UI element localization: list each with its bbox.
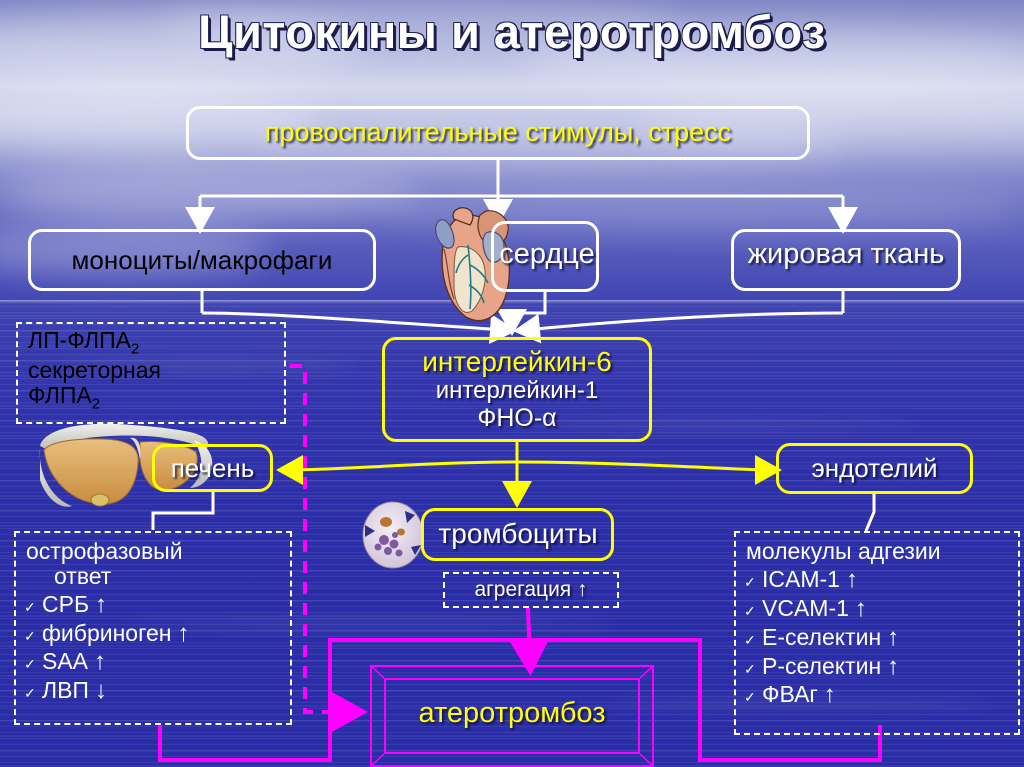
node-label-tnf-alpha: ФНО-α <box>477 404 557 433</box>
trend-arrow-icon: ↑ <box>845 565 858 593</box>
node-atherothrombosis[interactable]: атеротромбоз <box>370 665 654 767</box>
check-icon: ✓ <box>744 631 756 648</box>
cloud-decoration <box>520 26 1024 90</box>
list-item-label: ICAM-1 <box>762 565 840 592</box>
check-icon: ✓ <box>744 660 756 677</box>
trend-arrow-icon: ↑ <box>177 619 190 647</box>
check-icon: ✓ <box>744 602 756 619</box>
check-icon: ✓ <box>744 573 756 590</box>
node-proinflammatory-stimuli[interactable]: провоспалительные стимулы, стресс <box>186 106 810 160</box>
node-label-line3: ФЛПА2 <box>28 381 101 413</box>
trend-arrow-icon: ↑ <box>95 590 108 618</box>
node-label-platelets: тромбоциты <box>438 518 598 549</box>
panel-adhesion-molecules[interactable]: молекулы адгезии ✓ ICAM-1 ↑ ✓ VCAM-1 ↑ ✓… <box>734 531 1020 735</box>
list-item-label: VCAM-1 <box>762 594 849 621</box>
node-endothelium[interactable]: эндотелий <box>776 443 973 494</box>
trend-arrow-icon: ↑ <box>887 652 900 680</box>
node-liver[interactable]: печень <box>152 444 273 492</box>
list-item: ✓ SAA ↑ <box>16 649 290 675</box>
check-icon: ✓ <box>24 598 36 615</box>
list-item-label: СРБ <box>42 590 90 617</box>
list-item: ✓ ЛВП ↓ <box>16 678 290 704</box>
node-label: агрегация ↑ <box>474 577 588 601</box>
trend-arrow-icon: ↑ <box>854 594 867 622</box>
panel-acute-phase-response[interactable]: острофазовый ответ ✓ СРБ ↑ ✓ фибриноген … <box>14 531 292 725</box>
panel-title-line2: ответ <box>54 562 112 589</box>
trend-arrow-icon: ↑ <box>887 623 900 651</box>
node-label: моноциты/макрофаги <box>71 244 333 275</box>
list-item: ✓ Р-селектин ↑ <box>736 652 1018 680</box>
trend-arrow-icon: ↓ <box>94 677 107 705</box>
athero-inner-frame <box>384 678 640 754</box>
list-item: ✓ фибриноген ↑ <box>16 619 290 647</box>
node-heart[interactable] <box>491 221 599 292</box>
node-label-fat-tissue: жировая ткань <box>747 238 945 270</box>
panel-title-line1: острофазовый <box>26 538 183 564</box>
athero-bevel-lines <box>370 665 654 767</box>
cloud-decoration <box>250 118 850 170</box>
list-item: ✓ VCAM-1 ↑ <box>736 594 1018 622</box>
list-item-label: ЛВП <box>42 677 89 704</box>
check-icon: ✓ <box>744 689 756 706</box>
cloud-decoration <box>0 10 360 80</box>
node-label-heart: сердце <box>499 238 595 270</box>
node-label-interleukin-6: интерлейкин-6 <box>422 345 612 377</box>
node-lp-plpa2[interactable]: ЛП-ФЛПА2 секреторная ФЛПА2 <box>16 322 286 424</box>
node-label-interleukin-1: интерлейкин-1 <box>435 377 599 405</box>
list-item-label: SAA <box>42 648 89 675</box>
node-label-line2: секреторная <box>28 356 161 383</box>
water-glint <box>500 420 920 429</box>
node-label: провоспалительные стимулы, стресс <box>264 117 732 148</box>
cloud-decoration <box>160 0 680 50</box>
page-title: Цитокины и атеротромбоз <box>198 5 826 58</box>
node-fat-tissue[interactable] <box>731 229 961 291</box>
cloud-decoration <box>0 168 420 220</box>
node-label: эндотелий <box>811 453 938 484</box>
cloud-decoration <box>0 226 270 276</box>
athero-outer-frame <box>370 665 654 767</box>
node-monocytes-macrophages[interactable]: моноциты/макрофаги <box>28 229 376 291</box>
list-item-label: фибриноген <box>42 619 172 646</box>
water-glint <box>60 360 360 370</box>
list-item-label: Е-селектин <box>762 623 882 650</box>
cloud-decoration <box>640 92 1024 152</box>
trend-arrow-icon: ↑ <box>823 681 836 709</box>
node-aggregation[interactable]: агрегация ↑ <box>443 572 619 608</box>
check-icon: ✓ <box>24 685 36 702</box>
check-icon: ✓ <box>24 656 36 673</box>
list-item-label: Р-селектин <box>762 652 882 679</box>
node-interleukins[interactable]: интерлейкин-6 интерлейкин-1 ФНО-α <box>382 337 652 442</box>
node-label-line1: ЛП-ФЛПА2 <box>28 327 140 358</box>
panel-title: молекулы адгезии <box>746 538 941 564</box>
water-glint <box>120 620 620 628</box>
list-item: ✓ ФВАг ↑ <box>736 682 1018 708</box>
check-icon: ✓ <box>24 627 36 644</box>
list-item: ✓ СРБ ↑ <box>16 590 290 618</box>
list-item: ✓ ICAM-1 ↑ <box>736 565 1018 593</box>
node-label: печень <box>170 452 255 483</box>
trend-arrow-icon: ↑ <box>94 648 107 676</box>
node-platelets[interactable] <box>421 508 614 561</box>
list-item: ✓ Е-селектин ↑ <box>736 623 1018 651</box>
node-label: атеротромбоз <box>418 697 606 729</box>
list-item-label: ФВАг <box>762 681 818 708</box>
